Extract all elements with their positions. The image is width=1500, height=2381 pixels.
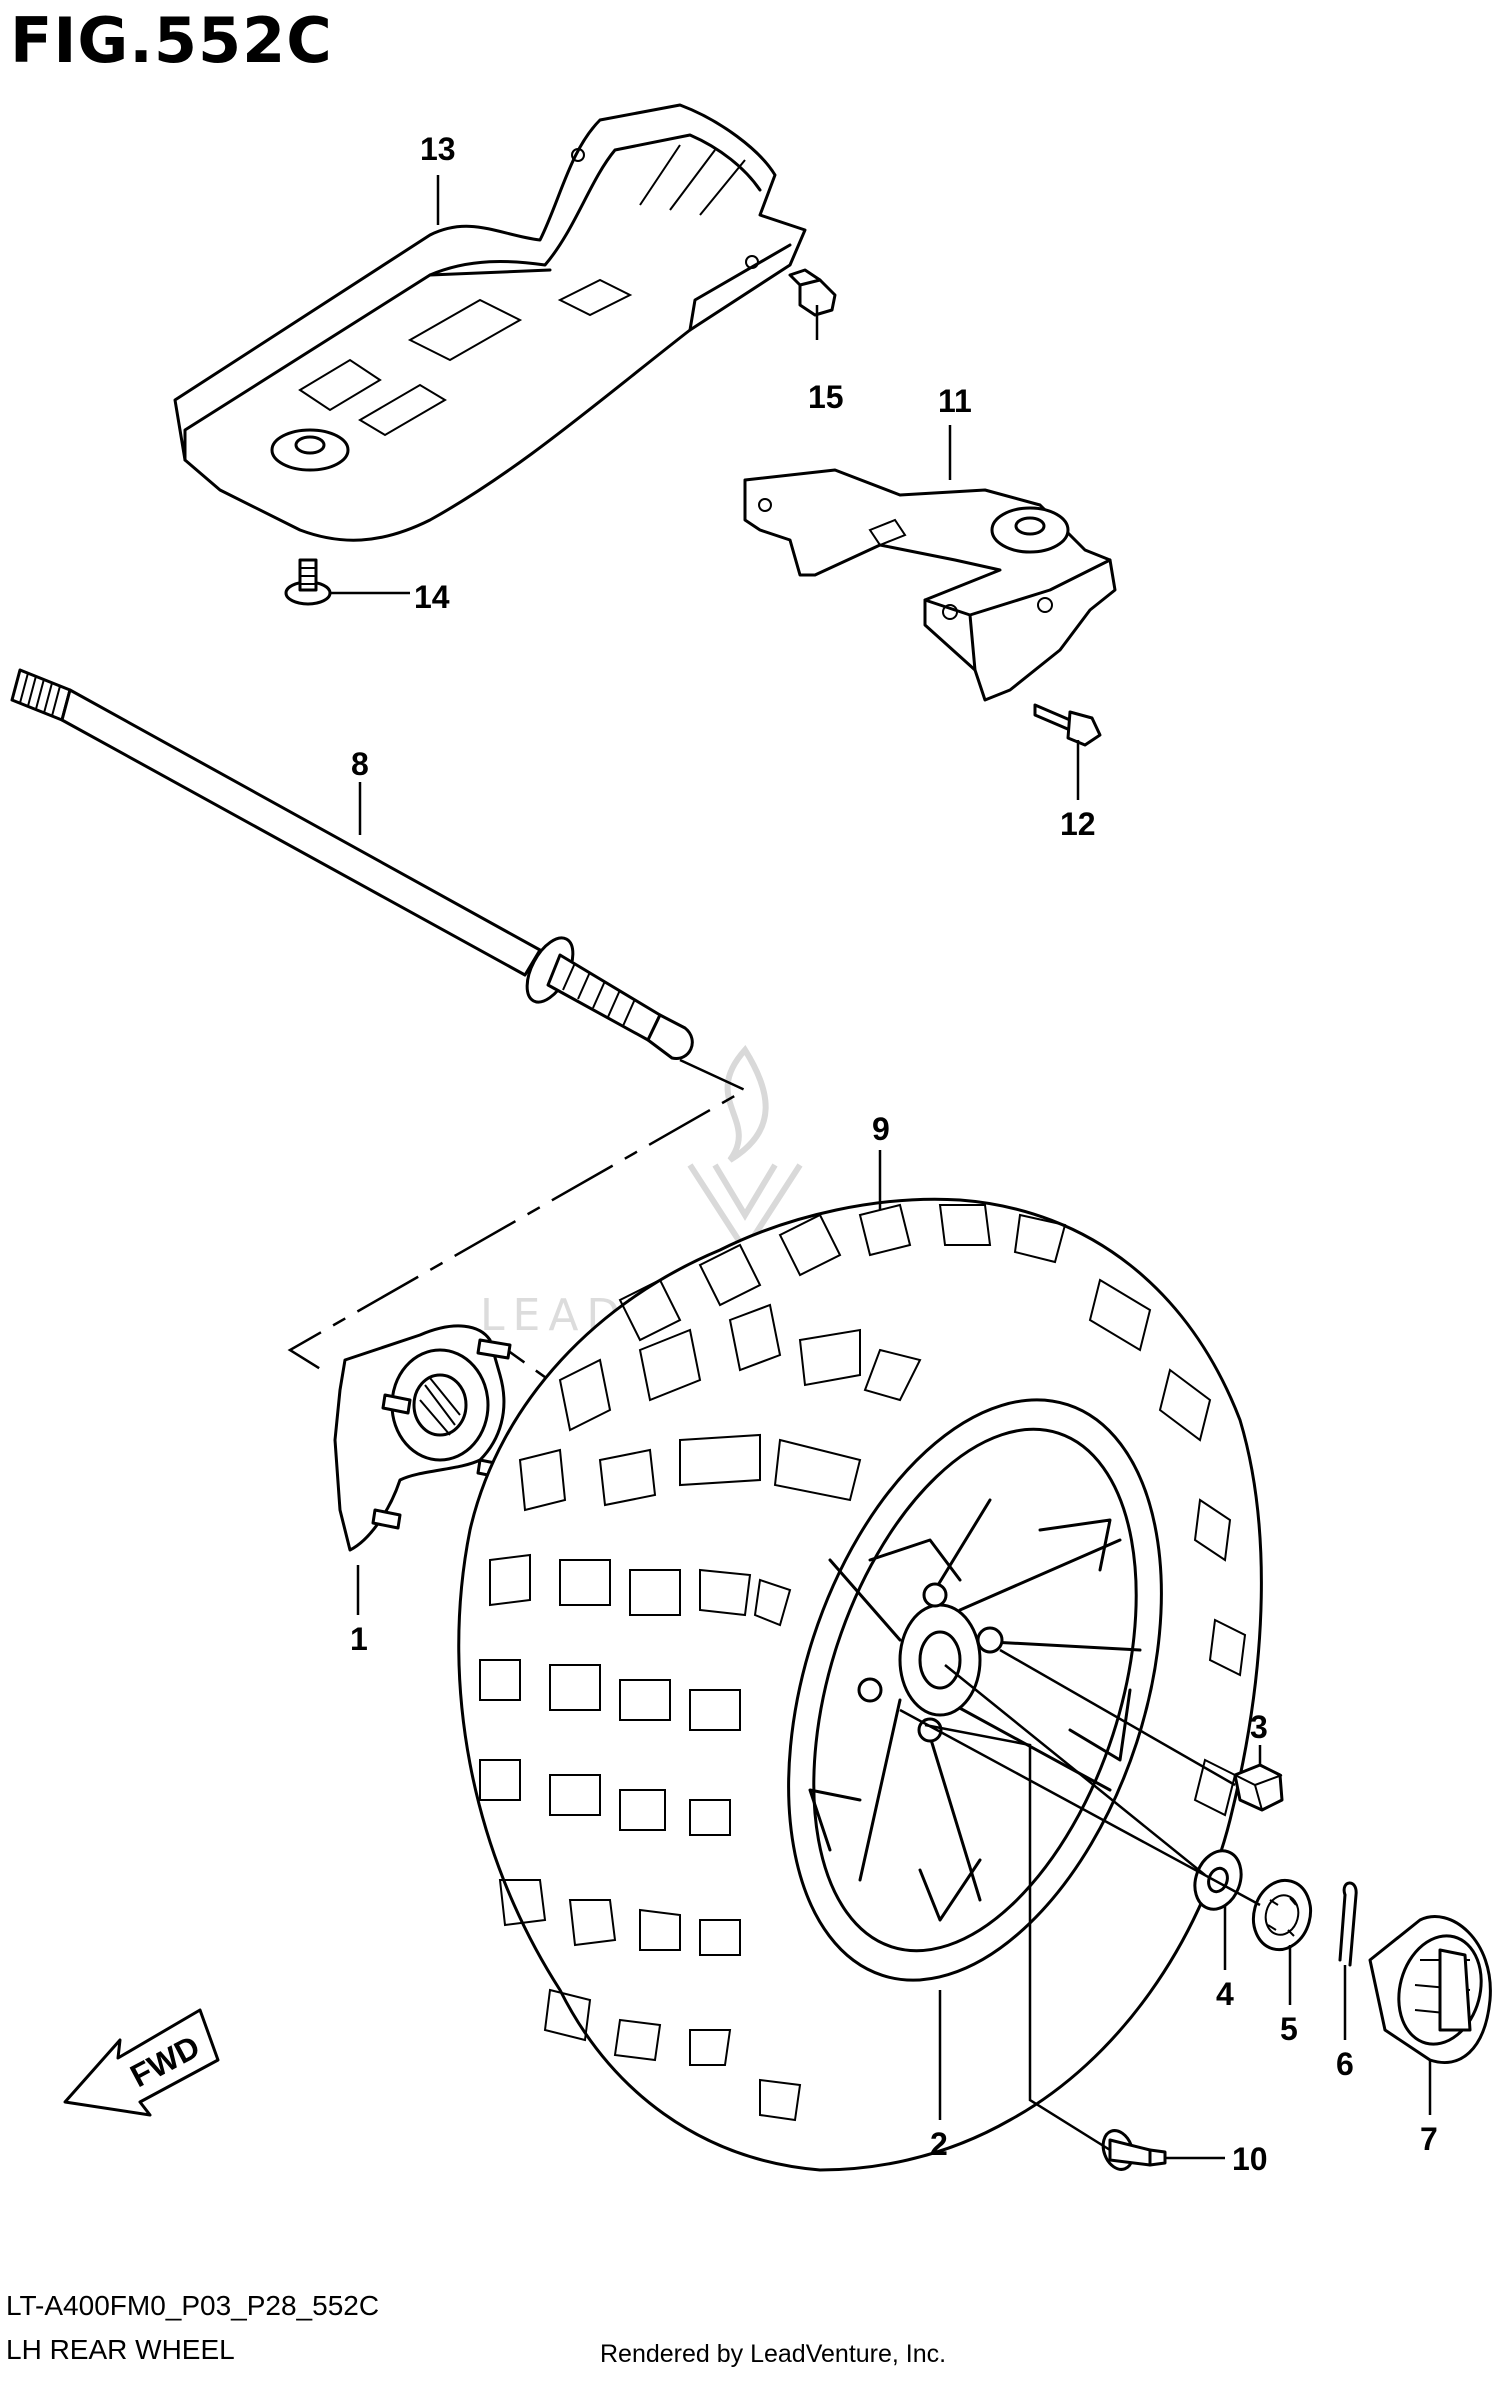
callout-label-11: 11 <box>938 383 972 419</box>
callout-label-14: 14 <box>414 579 450 615</box>
castle-nut-part-5[interactable] <box>1246 1874 1318 1956</box>
callout-label-4: 4 <box>1216 1976 1234 2012</box>
washer-part-4[interactable] <box>1187 1844 1249 1915</box>
skid-plate-part-13[interactable] <box>173 103 807 542</box>
leader-lines <box>330 175 1432 2160</box>
axle-shaft-part-8[interactable] <box>10 668 694 1060</box>
bolt-part-15[interactable] <box>788 268 837 317</box>
bracket-part-11[interactable] <box>743 468 1117 702</box>
hub-part-1[interactable] <box>333 1324 512 1552</box>
section-name: LH REAR WHEEL <box>6 2334 235 2365</box>
callout-label-7: 7 <box>1420 2121 1438 2157</box>
bolt-part-14[interactable] <box>284 558 332 606</box>
callout-label-8: 8 <box>351 746 369 782</box>
wheel-nut-part-3[interactable] <box>1233 1763 1284 1812</box>
render-credit: Rendered by LeadVenture, Inc. <box>600 2340 947 2368</box>
callout-labels: 13 15 14 11 12 8 9 1 3 4 5 6 7 10 2 <box>350 131 1438 2177</box>
callout-label-10: 10 <box>1232 2141 1268 2177</box>
hub-cap-part-7[interactable] <box>1368 1915 1493 2064</box>
forward-direction-arrow: FWD <box>63 2008 220 2117</box>
callout-label-15: 15 <box>808 379 844 415</box>
axle-centerline <box>287 1058 748 1377</box>
figure-title: FIG.552C <box>10 4 333 77</box>
cotter-pin-part-6[interactable] <box>1338 1881 1358 1967</box>
callout-label-6: 6 <box>1336 2046 1354 2082</box>
valve-stem-part-10[interactable] <box>1098 2126 1167 2173</box>
callout-label-2: 2 <box>930 2126 948 2162</box>
model-code: LT-A400FM0_P03_P28_552C <box>6 2290 380 2321</box>
bolt-part-12[interactable] <box>1033 703 1102 747</box>
callout-label-5: 5 <box>1280 2011 1298 2047</box>
callout-label-9: 9 <box>872 1111 890 1147</box>
callout-label-3: 3 <box>1250 1709 1268 1745</box>
callout-label-13: 13 <box>420 131 456 167</box>
callout-label-12: 12 <box>1060 806 1096 842</box>
callout-label-1: 1 <box>350 1621 368 1657</box>
